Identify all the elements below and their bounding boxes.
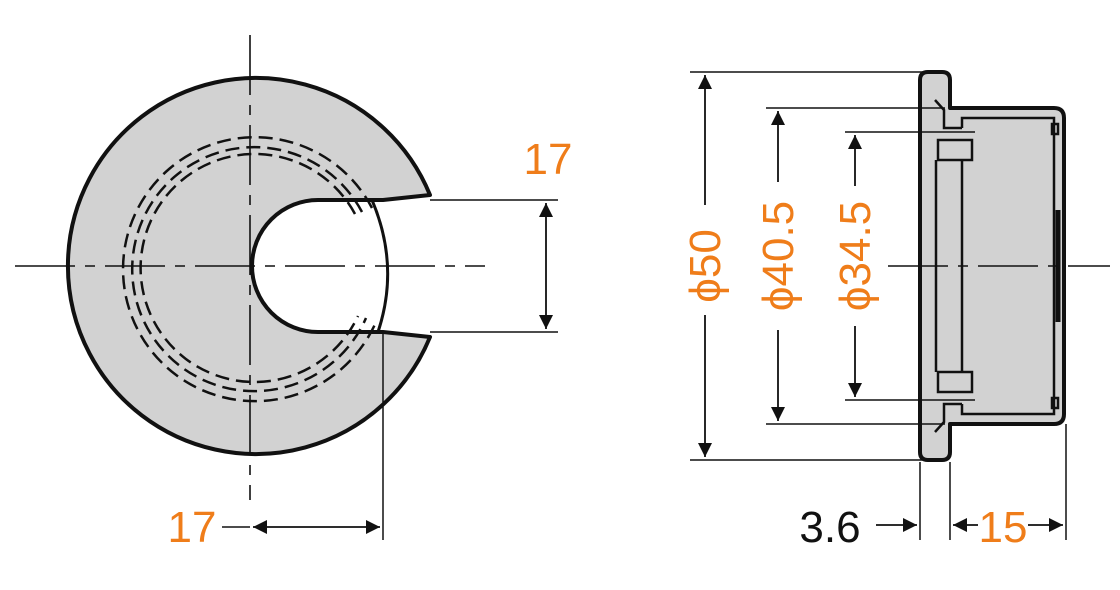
thickness-dimensions: 3.6 15 bbox=[799, 424, 1067, 552]
middle-diameter-label: ϕ40.5 bbox=[754, 201, 803, 311]
middle-diameter-dimension: ϕ40.5 bbox=[754, 107, 945, 425]
slot-offset-label: 17 bbox=[168, 503, 217, 552]
front-view: 17 17 bbox=[15, 35, 572, 552]
body-depth-label: 15 bbox=[979, 503, 1028, 552]
hidden-edges bbox=[121, 135, 378, 403]
flange-thickness-label: 3.6 bbox=[799, 503, 860, 552]
inner-diameter-label: ϕ34.5 bbox=[831, 201, 880, 311]
slot-width-label: 17 bbox=[524, 135, 573, 184]
front-center-lines bbox=[15, 35, 485, 500]
side-view: ϕ50 ϕ40.5 ϕ34.5 3.6 15 bbox=[681, 70, 1110, 552]
inner-diameter-dimension: ϕ34.5 bbox=[831, 131, 975, 401]
outer-diameter-label: ϕ50 bbox=[681, 229, 730, 303]
slot-width-dimension: 17 bbox=[430, 135, 573, 333]
slot-offset-dimension: 17 bbox=[168, 332, 384, 552]
outer-diameter-dimension: ϕ50 bbox=[681, 71, 925, 461]
